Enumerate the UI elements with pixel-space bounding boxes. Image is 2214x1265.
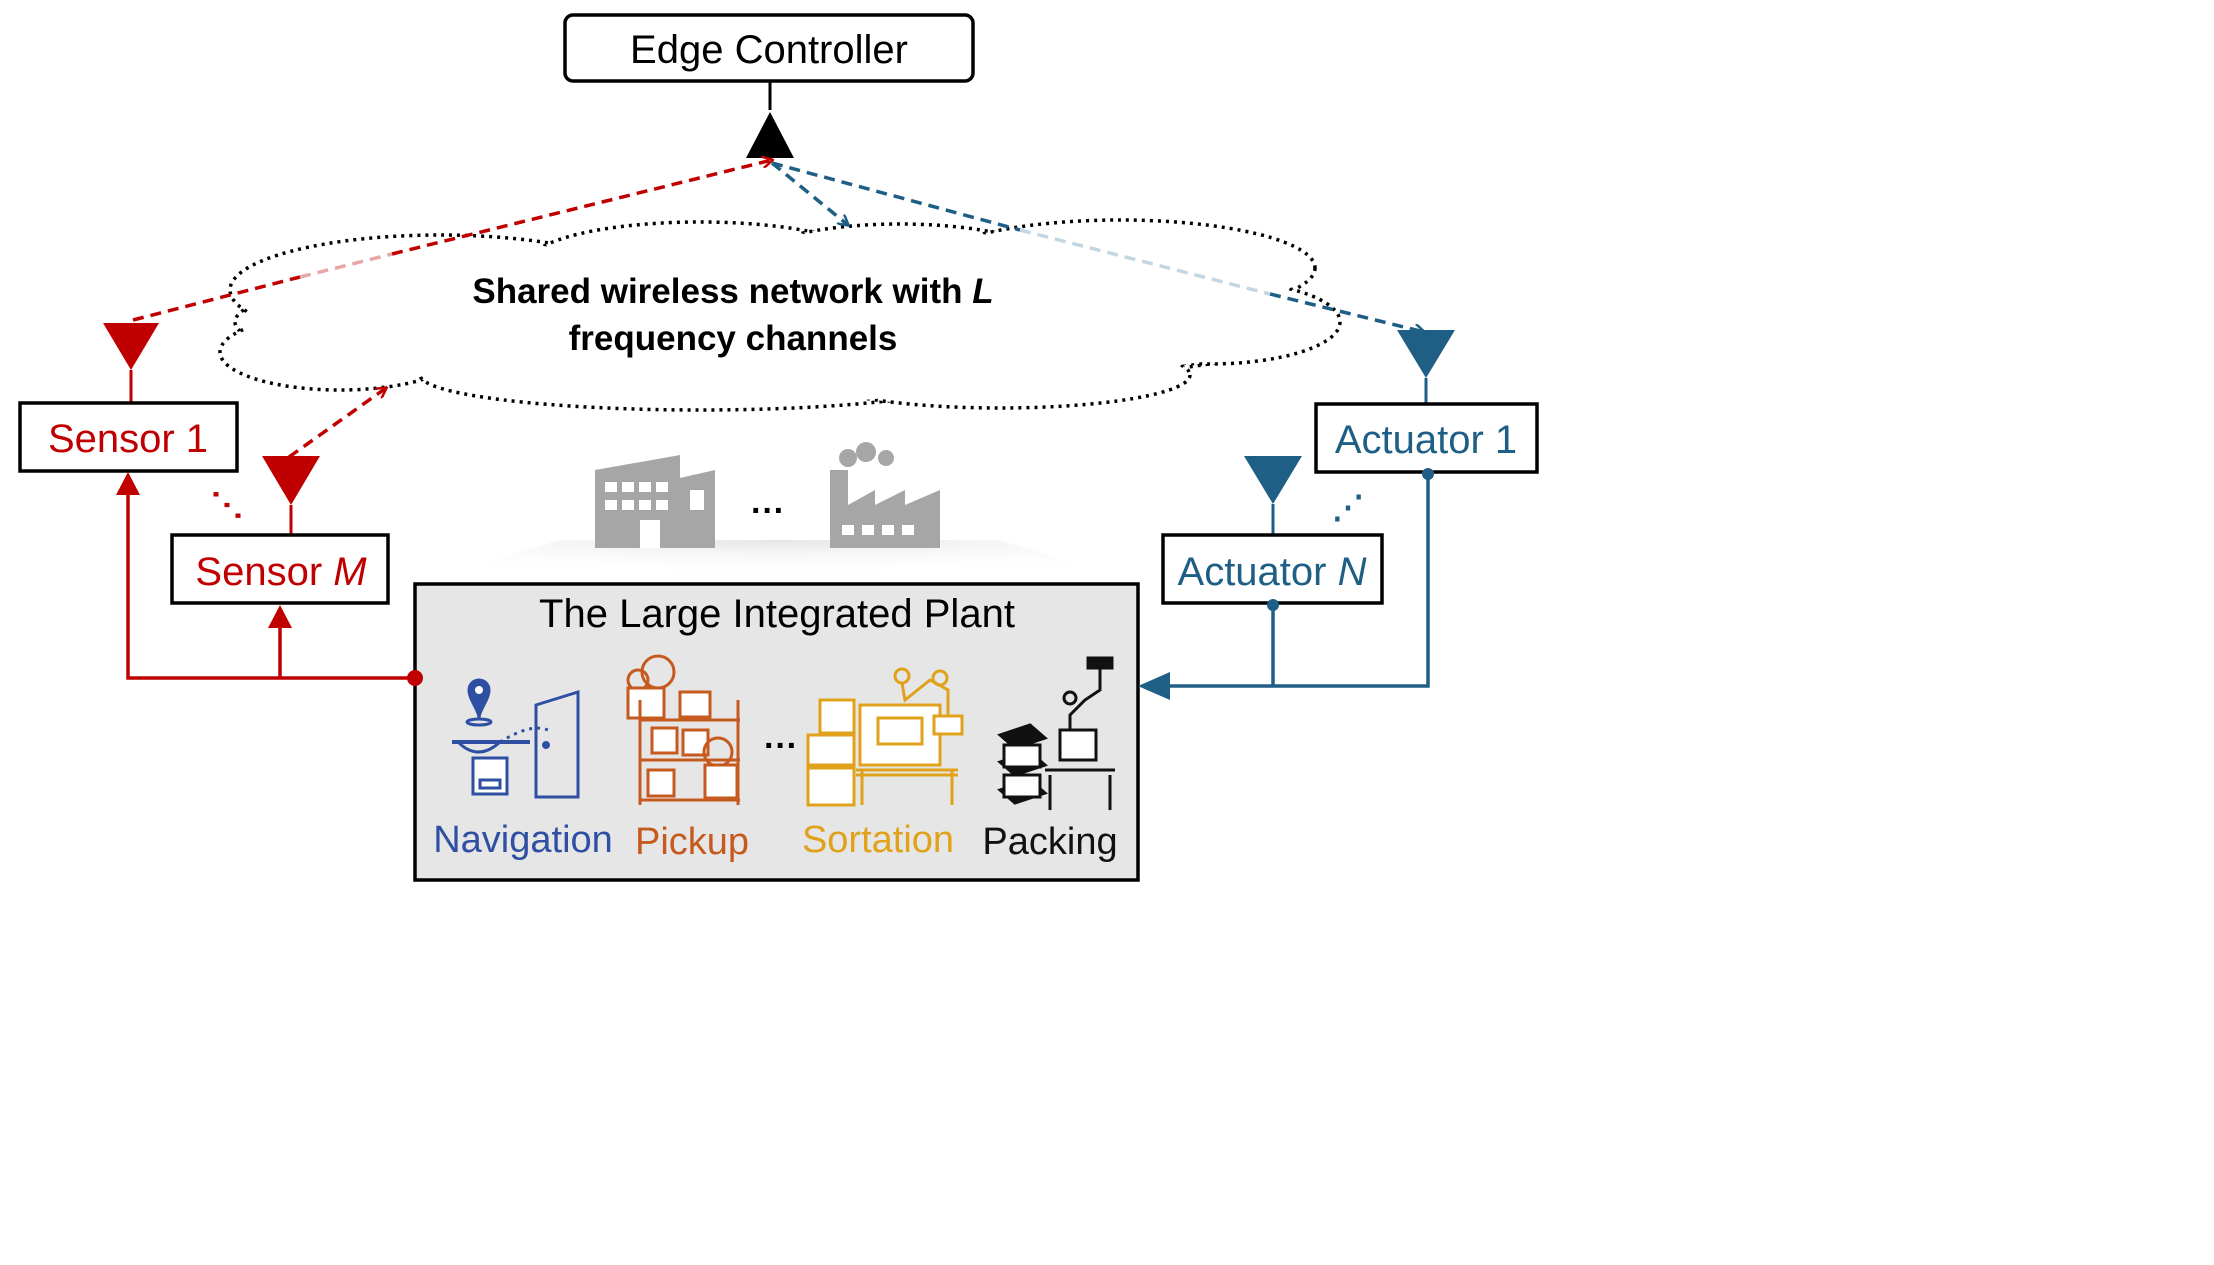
actuator-ellipsis: ⋰ [1332,489,1364,525]
sortation-robot-icon [806,667,964,807]
sensor-1: Sensor 1 [18,323,239,473]
actuator-n: Actuator N [1161,456,1384,605]
navigation-drone-icon [452,678,580,799]
factory-ellipsis: ··· [751,492,785,530]
actuator-1: Actuator 1 [1314,330,1539,474]
stage-labels: Navigation Pickup Sortation Packing [433,819,1117,863]
actuator-control-lines [1160,472,1430,688]
plant-input-arrow [1138,672,1170,700]
network-label-line1: Shared wireless network with L [472,272,993,311]
actuator-1-output-node [1422,468,1434,480]
packing-robot-icon [997,656,1115,810]
stage-label-sortation: Sortation [802,819,954,861]
stage-label-pickup: Pickup [635,821,749,863]
edge-controller-label: Edge Controller [630,28,908,72]
sensor-ellipsis: ⋰ [210,489,246,521]
sensor-uplinks [132,160,772,459]
network-label-line2: frequency channels [569,319,898,358]
sensor-m-input-arrow [268,605,292,628]
edge-controller: Edge Controller [563,13,975,158]
actuator-1-label: Actuator 1 [1335,418,1517,462]
process-ellipsis: ··· [764,727,798,765]
factory-building-icon [595,455,715,548]
sensor-1-input-arrow [116,472,140,495]
diagram: Edge Controller Shared wireless network … [0,0,1555,894]
controller-antenna-icon [746,112,794,158]
stage-label-navigation: Navigation [433,819,613,861]
sensor-1-antenna-icon [103,323,159,370]
stage-label-packing: Packing [982,821,1117,863]
factory-chimney-icon [830,442,940,548]
plant-output-node [407,670,423,686]
sensor-m-antenna-icon [262,456,320,505]
sensor-m: Sensor M [170,456,390,605]
actuator-1-antenna-icon [1397,330,1455,378]
plant-title: The Large Integrated Plant [539,592,1015,636]
actuator-downlinks [770,161,1424,332]
pickup-shelf-icon [626,654,740,805]
actuator-n-antenna-icon [1244,456,1302,504]
sensor-m-label: Sensor M [195,550,367,594]
diagram-canvas: Edge Controller Shared wireless network … [18,13,1539,882]
actuator-n-output-node [1267,599,1279,611]
sensor-1-label: Sensor 1 [48,417,208,461]
sensor-feedback-lines [126,490,415,680]
actuator-n-label: Actuator N [1178,550,1367,594]
